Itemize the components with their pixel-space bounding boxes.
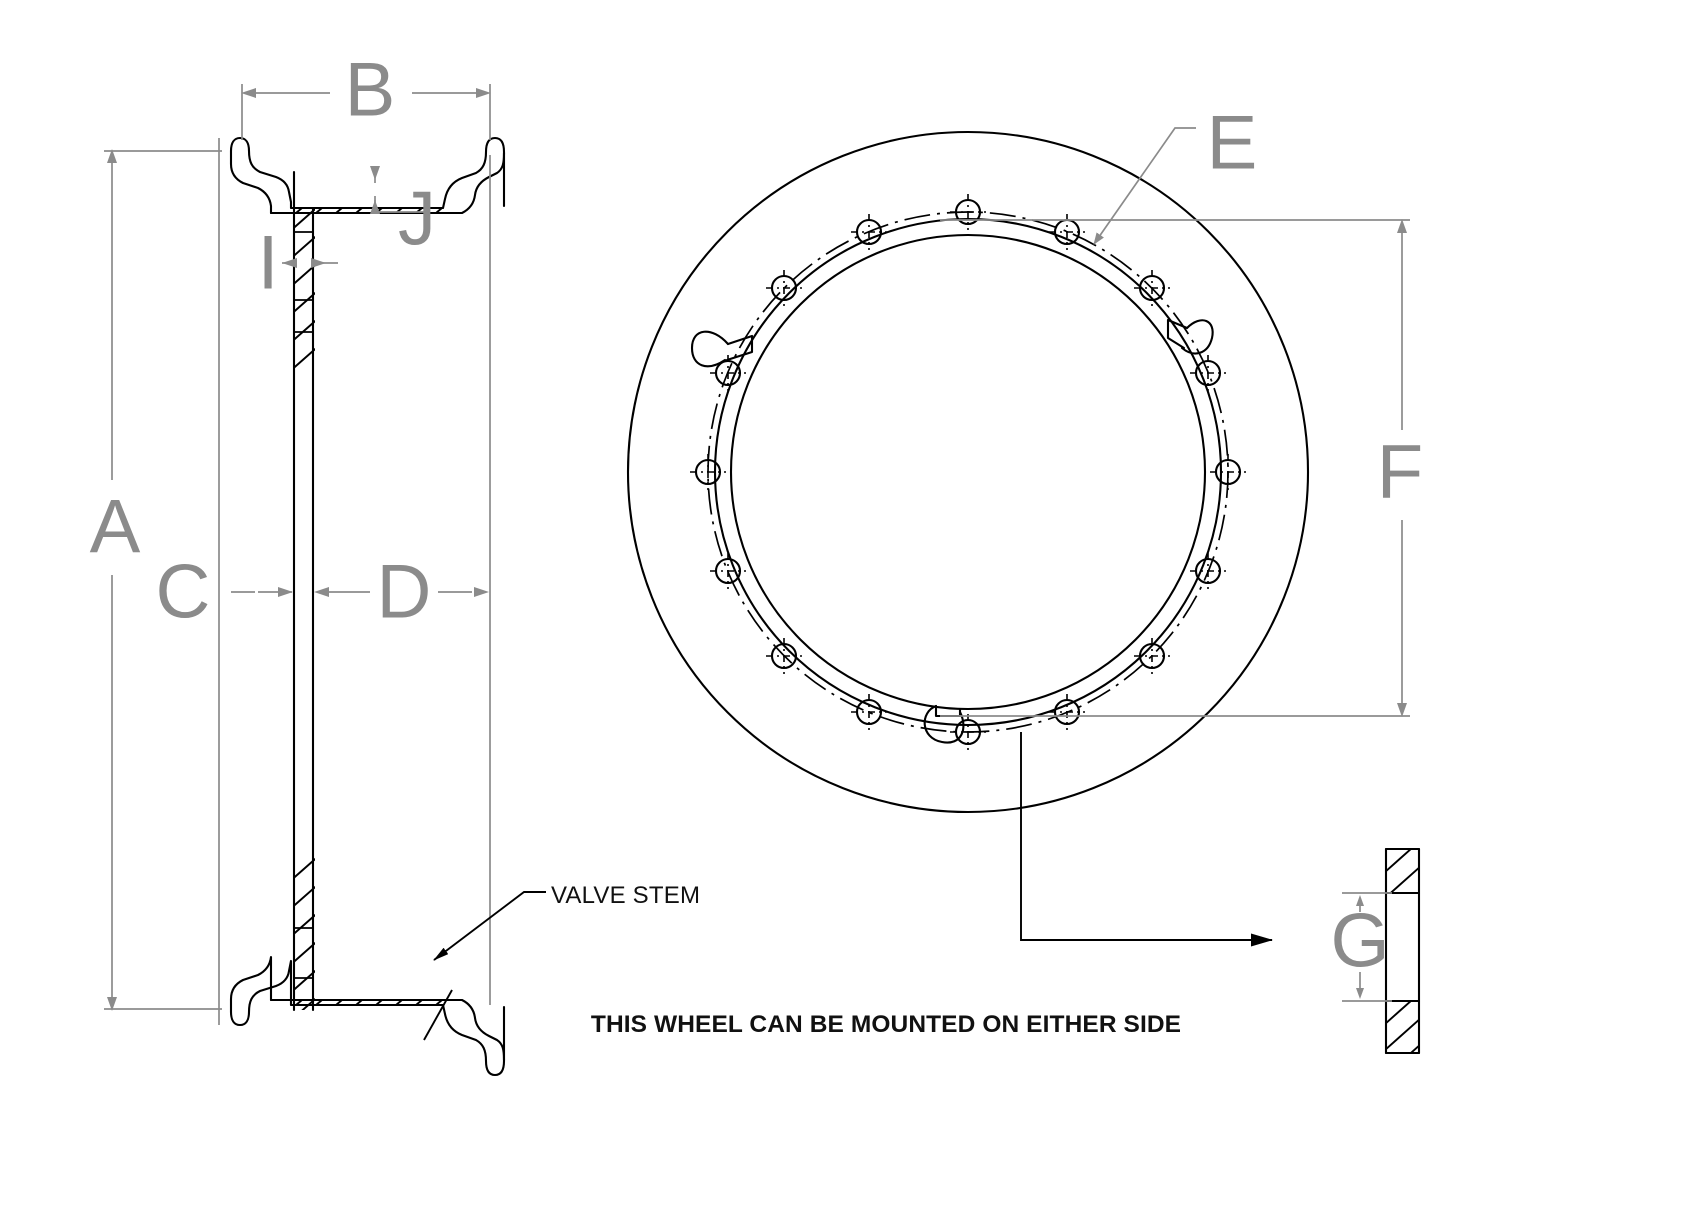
bolt-hole (1049, 694, 1085, 730)
valve-stem-annotation: VALVE STEM (423, 882, 700, 1041)
detail-view-leader (1020, 732, 1273, 947)
dimension-label-G: G (1330, 899, 1389, 984)
bolt-hole-group (690, 194, 1246, 750)
dimension-B: B (241, 48, 491, 140)
bolt-hole (766, 270, 802, 306)
mounting-note: THIS WHEEL CAN BE MOUNTED ON EITHER SIDE (591, 1011, 1181, 1038)
dimension-I: I (257, 221, 338, 306)
dimension-J: J (370, 166, 436, 262)
wheel-front-face-view (626, 130, 1310, 814)
bolt-hole (710, 355, 746, 391)
bolt-hole (766, 638, 802, 674)
bolt-hole (1134, 270, 1170, 306)
bolt-hole (1190, 553, 1226, 589)
section-extension-lines (218, 138, 491, 1025)
bolt-hole (1210, 454, 1246, 490)
wheel-cross-section-view (218, 136, 506, 1077)
valve-stem-label: VALVE STEM (551, 882, 700, 909)
disc-web-hatch-lower (293, 857, 315, 1010)
dimension-G: G (1330, 892, 1392, 1002)
bottom-rim-section-hatch (295, 999, 443, 1006)
bolt-hole (690, 454, 726, 490)
dimension-label-F: F (1377, 430, 1423, 515)
disc-web-hatch-upper (293, 207, 315, 370)
dimension-label-C: C (156, 550, 211, 635)
mounting-flange-detail-view (1384, 847, 1421, 1055)
bolt-hole (1134, 638, 1170, 674)
dimension-E: E (1093, 101, 1258, 245)
dimension-label-B: B (345, 48, 396, 133)
dimension-label-E: E (1207, 101, 1258, 186)
dimension-label-A: A (90, 485, 141, 570)
dimension-A: A (90, 149, 222, 1011)
bolt-hole (851, 694, 887, 730)
bolt-hole (710, 553, 746, 589)
hand-hole-slots (690, 318, 1214, 744)
bolt-hole (1190, 355, 1226, 391)
dimension-F: F (940, 219, 1423, 717)
flange-detail-hatch-bottom (1386, 1001, 1419, 1053)
dimension-label-D: D (377, 550, 432, 635)
dimension-C: C (156, 550, 293, 635)
bolt-hole (851, 214, 887, 250)
top-rim-flange-profile (229, 136, 506, 215)
dimension-label-J: J (398, 177, 436, 262)
dimension-D: D (314, 550, 489, 635)
bottom-rim-flange-profile (229, 955, 506, 1077)
bolt-hole (950, 714, 986, 750)
dimension-label-I: I (257, 221, 278, 306)
bolt-hole (950, 194, 986, 230)
flange-detail-hatch-top (1386, 849, 1419, 893)
